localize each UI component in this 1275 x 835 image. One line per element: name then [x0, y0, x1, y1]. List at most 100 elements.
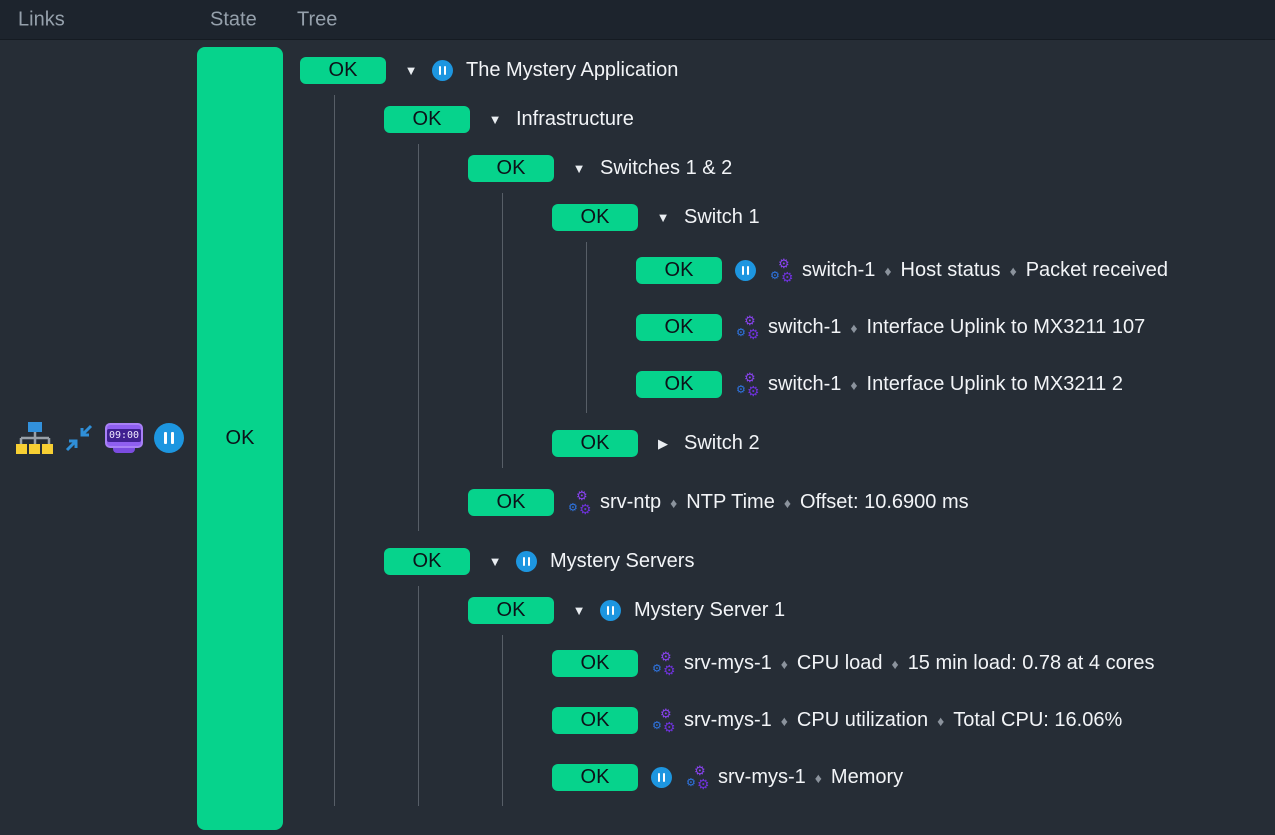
tree-node: OK⚙⚙⚙switch-1♦Interface Uplink to MX3211… [636, 356, 1275, 413]
assume-state-pause-icon[interactable] [154, 423, 184, 453]
branch-children: OK▼Switch 1OK⚙⚙⚙switch-1♦Host status♦Pac… [502, 193, 1275, 468]
leaf-host-link[interactable]: switch-1 [802, 259, 875, 282]
tree-expand-toggle-icon[interactable]: ▶ [655, 436, 671, 452]
state-badge[interactable]: OK [384, 548, 470, 575]
diamond-separator-icon: ♦ [784, 495, 791, 511]
gear-glyph: ⚙ [747, 327, 760, 341]
diamond-separator-icon: ♦ [781, 656, 788, 672]
state-badge[interactable]: OK [552, 707, 638, 734]
leaf-host-link[interactable]: switch-1 [768, 316, 841, 339]
tree-node: OK⚙⚙⚙switch-1♦Interface Uplink to MX3211… [636, 299, 1275, 356]
tree-collapse-toggle-icon[interactable]: ▼ [571, 161, 587, 176]
branch-label[interactable]: Mystery Server 1 [634, 599, 785, 622]
table-header: Links State Tree [0, 0, 1275, 40]
aggregation-state-badge[interactable]: OK [197, 47, 283, 830]
leaf-service-link[interactable]: Host status [901, 259, 1001, 282]
state-badge[interactable]: OK [636, 257, 722, 284]
leaf-service-link[interactable]: CPU load [797, 652, 883, 675]
leaf-service-link[interactable]: Interface Uplink to MX3211 107 [867, 316, 1146, 339]
diamond-separator-icon: ♦ [892, 656, 899, 672]
collapse-all-icon[interactable] [64, 423, 94, 453]
state-badge[interactable]: OK [384, 106, 470, 133]
tree-collapse-toggle-icon[interactable]: ▼ [571, 603, 587, 618]
tree-collapse-toggle-icon[interactable]: ▼ [655, 210, 671, 225]
tree-collapse-toggle-icon[interactable]: ▼ [487, 554, 503, 569]
tree-node: OK▼The Mystery ApplicationOK▼Infrastruct… [300, 46, 1275, 806]
tree-collapse-toggle-icon[interactable]: ▼ [487, 112, 503, 127]
leaf-service-link[interactable]: NTP Time [686, 491, 775, 514]
branch-row: OK ▼ Switch 1 [552, 193, 1275, 242]
aggregation-tree-icon[interactable] [16, 422, 54, 454]
pause-bar [607, 606, 610, 615]
gear-glyph: ⚙ [579, 502, 592, 516]
gear-glyph: ⚙ [686, 778, 696, 789]
state-badge[interactable]: OK [636, 314, 722, 341]
tree-node: OK⚙⚙⚙srv-ntp♦NTP Time♦Offset: 10.6900 ms [468, 474, 1275, 531]
timewarp-clock-icon[interactable]: 09:00 [104, 421, 144, 455]
clock-base [113, 448, 135, 453]
service-leaf-row: OK⚙⚙⚙switch-1♦Interface Uplink to MX3211… [636, 299, 1275, 356]
gear-glyph: ⚙ [663, 720, 676, 734]
state-badge[interactable]: OK [468, 489, 554, 516]
clock-body: 09:00 [105, 423, 143, 448]
leaf-service-output: 15 min load: 0.78 at 4 cores [908, 652, 1155, 675]
pause-bar [742, 266, 745, 275]
state-badge[interactable]: OK [552, 764, 638, 791]
service-gears-icon: ⚙⚙⚙ [770, 257, 795, 284]
leaf-host-link[interactable]: switch-1 [768, 373, 841, 396]
diamond-separator-icon: ♦ [670, 495, 677, 511]
tree-collapse-toggle-icon[interactable]: ▼ [403, 63, 419, 78]
gear-glyph: ⚙ [781, 270, 794, 284]
pause-bar [523, 557, 526, 566]
leaf-host-link[interactable]: srv-ntp [600, 491, 661, 514]
leaf-host-link[interactable]: srv-mys-1 [684, 709, 772, 732]
state-badge[interactable]: OK [468, 155, 554, 182]
leaf-host-link[interactable]: srv-mys-1 [718, 766, 806, 789]
branch-label[interactable]: The Mystery Application [466, 59, 678, 82]
pause-assumed-state-icon [516, 551, 537, 572]
diamond-separator-icon: ♦ [815, 770, 822, 786]
aggregation-state-label: OK [226, 427, 255, 450]
pause-bar [528, 557, 531, 566]
pause-bar [747, 266, 750, 275]
gear-glyph: ⚙ [652, 664, 662, 675]
bi-tree: OK▼The Mystery ApplicationOK▼Infrastruct… [290, 40, 1275, 835]
service-gears-icon: ⚙⚙⚙ [736, 314, 761, 341]
branch-label[interactable]: Switches 1 & 2 [600, 157, 732, 180]
branch-label[interactable]: Switch 2 [684, 432, 760, 455]
branch-row: OK ▶ Switch 2 [552, 419, 1275, 468]
column-header-tree[interactable]: Tree [297, 8, 337, 31]
branch-label[interactable]: Infrastructure [516, 108, 634, 131]
tree-node: OK⚙⚙⚙switch-1♦Host status♦Packet receive… [636, 242, 1275, 299]
tree-node: OK▼InfrastructureOK▼Switches 1 & 2OK▼Swi… [384, 95, 1275, 531]
pause-bar [663, 773, 666, 782]
branch-children: OK ⚙ ⚙ ⚙ srv-mys-1 ♦ CPU load ♦ 15 min load: 0.7… [502, 635, 1275, 806]
state-badge[interactable]: OK [552, 650, 638, 677]
branch-row: OK ▼ Mystery Server 1 [468, 586, 1275, 635]
pause-assumed-state-icon [651, 767, 672, 788]
service-leaf-row: OK⚙⚙⚙srv-mys-1♦CPU load♦15 min load: 0.7… [552, 635, 1275, 692]
branch-children: OK▼InfrastructureOK▼Switches 1 & 2OK▼Swi… [334, 95, 1275, 806]
pause-assumed-state-icon [735, 260, 756, 281]
gear-glyph: ⚙ [736, 385, 746, 396]
state-badge[interactable]: OK [468, 597, 554, 624]
diamond-separator-icon: ♦ [884, 263, 891, 279]
column-header-state[interactable]: State [210, 8, 257, 31]
state-badge[interactable]: OK [552, 430, 638, 457]
service-leaf-row: OK⚙⚙⚙switch-1♦Interface Uplink to MX3211… [636, 356, 1275, 413]
state-badge[interactable]: OK [300, 57, 386, 84]
branch-children: OK⚙⚙⚙switch-1♦Host status♦Packet receive… [586, 242, 1275, 413]
leaf-service-link[interactable]: Interface Uplink to MX3211 2 [867, 373, 1123, 396]
branch-label[interactable]: Mystery Servers [550, 550, 694, 573]
leaf-service-link[interactable]: CPU utilization [797, 709, 928, 732]
column-header-links[interactable]: Links [18, 8, 65, 31]
gear-glyph: ⚙ [736, 328, 746, 339]
leaf-service-link[interactable]: Memory [831, 766, 903, 789]
state-badge[interactable]: OK [636, 371, 722, 398]
service-leaf-row: OK⚙⚙⚙srv-mys-1♦Memory [552, 749, 1275, 806]
tree-node: OK⚙⚙⚙srv-mys-1♦CPU utilization♦Total CPU… [552, 692, 1275, 749]
branch-label[interactable]: Switch 1 [684, 206, 760, 229]
leaf-host-link[interactable]: srv-mys-1 [684, 652, 772, 675]
leaf-service-output: Total CPU: 16.06% [953, 709, 1122, 732]
state-badge[interactable]: OK [552, 204, 638, 231]
